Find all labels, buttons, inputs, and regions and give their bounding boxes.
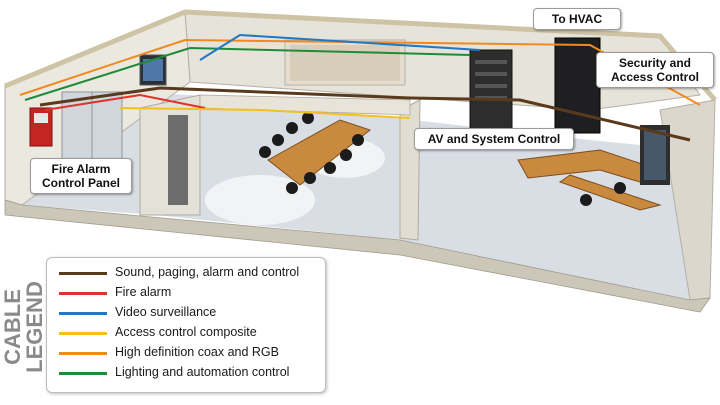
legend-item: Lighting and automation control — [55, 364, 323, 382]
legend-label: Video surveillance — [115, 305, 217, 319]
legend-item: Fire alarm — [55, 284, 323, 302]
legend-swatch — [59, 372, 107, 375]
cable-legend: Sound, paging, alarm and control Fire al… — [46, 257, 326, 393]
callout-fire-alarm-panel: Fire Alarm Control Panel — [30, 158, 132, 194]
legend-swatch — [59, 272, 107, 275]
legend-item: High definition coax and RGB — [55, 344, 323, 362]
legend-swatch — [59, 332, 107, 335]
legend-label: High definition coax and RGB — [115, 345, 279, 359]
legend-label: Sound, paging, alarm and control — [115, 265, 300, 279]
callout-av-system-control: AV and System Control — [414, 128, 574, 150]
callout-security-access: Security and Access Control — [596, 52, 714, 88]
legend-label: Lighting and automation control — [115, 365, 290, 379]
legend-item: Access control composite — [55, 324, 323, 342]
legend-swatch — [59, 352, 107, 355]
legend-title-line1: CABLE — [0, 289, 25, 365]
partition-back-room — [199, 94, 411, 116]
av-rack — [469, 49, 513, 141]
partition-mid — [399, 99, 421, 241]
legend-item: Video surveillance — [55, 304, 323, 322]
legend-swatch — [59, 312, 107, 315]
legend-swatch — [59, 292, 107, 295]
legend-item: Sound, paging, alarm and control — [55, 264, 323, 282]
inner-door — [168, 115, 188, 205]
front-wall-face — [4, 199, 711, 313]
legend-label: Fire alarm — [115, 285, 172, 299]
callout-to-hvac: To HVAC — [533, 8, 621, 30]
chairs — [259, 112, 626, 206]
legend-title-line2: LEGEND — [22, 281, 46, 373]
legend-title: CABLE LEGEND — [0, 281, 46, 373]
legend-label: Access control composite — [115, 325, 257, 339]
conference-table — [267, 119, 372, 186]
